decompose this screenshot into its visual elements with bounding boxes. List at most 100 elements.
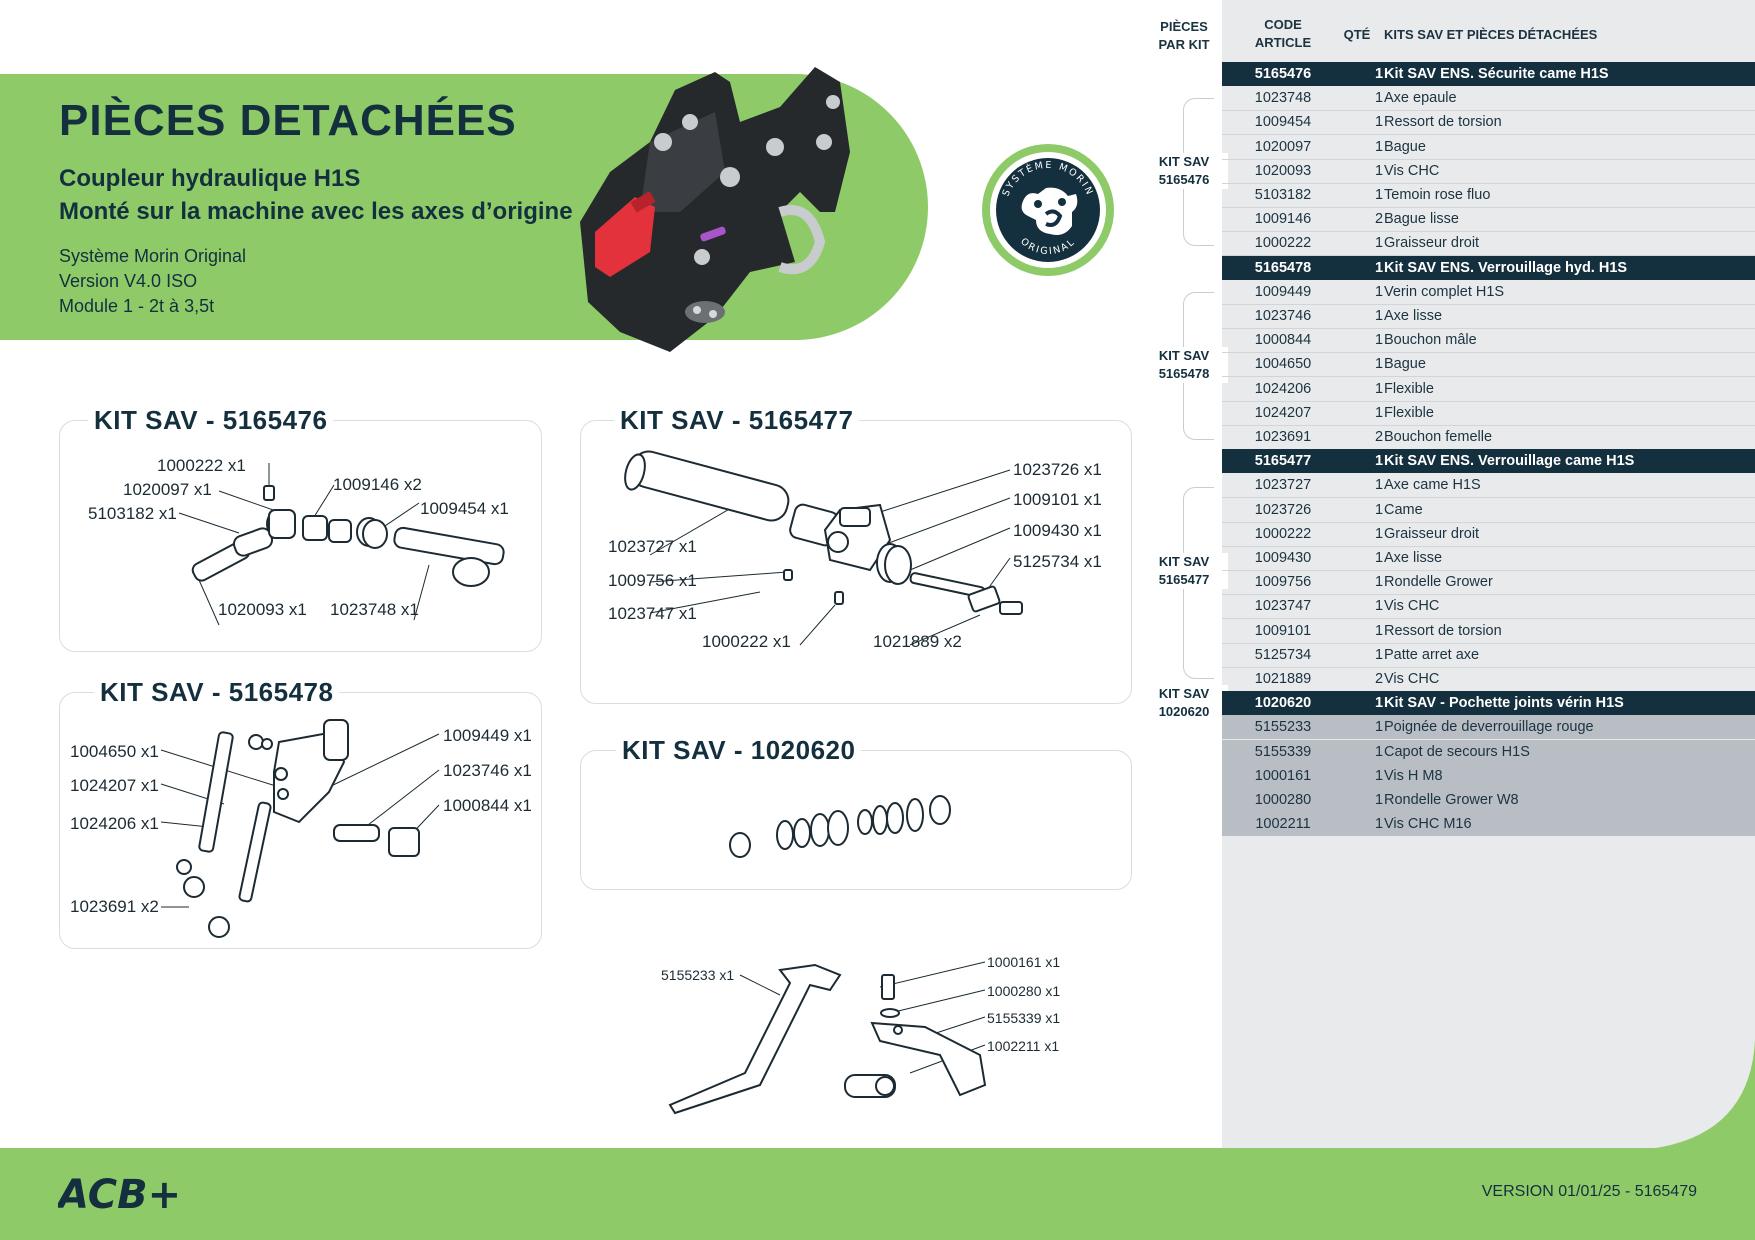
callout-1000280: 1000280 x1	[987, 983, 1061, 999]
callout-1009454: 1009454 x1	[420, 499, 509, 518]
cell-description: Vis CHC	[1384, 162, 1440, 179]
cell-qty: 1	[1374, 550, 1384, 566]
callout-1023727: 1023727 x1	[608, 537, 697, 556]
cell-description: Rondelle Grower W8	[1384, 792, 1519, 808]
cell-description: Rondelle Grower	[1384, 574, 1493, 591]
acb-logo-icon: ACB+	[58, 1172, 181, 1216]
side-label-5165477: KIT SAV 5165477	[1140, 553, 1228, 589]
cell-description: Flexible	[1384, 380, 1434, 397]
cell-qty: 1	[1374, 356, 1384, 373]
callout-5155339: 5155339 x1	[987, 1010, 1061, 1026]
cell-qty: 1	[1374, 380, 1384, 397]
callout-1009101: 1009101 x1	[1013, 490, 1102, 509]
callout-1009146: 1009146 x2	[333, 475, 422, 494]
cell-qty: 1	[1374, 308, 1384, 324]
cell-code: 5125734	[1254, 646, 1312, 663]
callout-1024207: 1024207 x1	[70, 776, 159, 795]
panel-corner-curve	[1640, 1040, 1755, 1150]
col-head-kit-line2: PAR KIT	[1158, 37, 1210, 52]
cell-description: Axe came H1S	[1384, 477, 1481, 494]
cell-code: 1000844	[1254, 332, 1312, 349]
side-label-1020620-l2: 1020620	[1158, 704, 1210, 719]
cell-description: Poignée de deverrouillage rouge	[1384, 719, 1594, 736]
callout-1023747: 1023747 x1	[608, 604, 697, 623]
cell-qty: 1	[1374, 90, 1384, 107]
cell-qty: 1	[1374, 66, 1384, 82]
cell-qty: 1	[1374, 138, 1384, 155]
subtitle-product: Coupleur hydraulique H1S	[59, 165, 361, 192]
side-label-5165476-l1: KIT SAV	[1158, 154, 1210, 169]
cell-description: Vis H M8	[1384, 767, 1443, 784]
cell-description: Verin complet H1S	[1384, 283, 1505, 300]
cell-code: 1023726	[1254, 501, 1312, 518]
module-label: Module 1 - 2t à 3,5t	[59, 296, 215, 316]
cell-description: Bouchon femelle	[1384, 429, 1493, 445]
cell-code: 1009756	[1254, 574, 1312, 591]
callout-1021889: 1021889 x2	[873, 632, 962, 651]
callout-1002211: 1002211 x1	[987, 1038, 1060, 1054]
cell-code: 1020093	[1254, 162, 1312, 179]
cell-qty: 2	[1374, 429, 1384, 445]
callout-1009430: 1009430 x1	[1013, 521, 1102, 540]
cell-code: 5155233	[1254, 719, 1312, 736]
cell-code: 1021889	[1254, 671, 1312, 687]
logo-text: ACB+	[58, 1172, 181, 1216]
cell-code: 1009449	[1254, 283, 1312, 300]
cell-qty: 1	[1374, 187, 1384, 203]
cell-description: Flexible	[1384, 404, 1434, 421]
cell-description: Kit SAV ENS. Verrouillage came H1S	[1384, 453, 1635, 470]
cell-code: 1020620	[1254, 695, 1312, 712]
callout-1020097: 1020097 x1	[123, 480, 212, 499]
cell-description: Graisseur droit	[1384, 235, 1480, 252]
cell-code: 1004650	[1254, 356, 1312, 373]
cell-code: 1023747	[1254, 598, 1312, 615]
cell-description: Ressort de torsion	[1384, 622, 1502, 639]
cell-code: 1023727	[1254, 477, 1312, 494]
col-head-code: CODE ARTICLE	[1222, 16, 1344, 52]
cell-code: 5165478	[1254, 259, 1312, 276]
cell-code: 5165476	[1254, 66, 1312, 82]
cell-code: 1024207	[1254, 404, 1312, 421]
cell-qty: 1	[1374, 646, 1384, 663]
col-head-code-line2: ARTICLE	[1254, 35, 1312, 50]
col-head-desc: KITS SAV ET PIÈCES DÉTACHÉES	[1384, 27, 1598, 42]
callout-1004650: 1004650 x1	[70, 742, 159, 761]
cell-code: 1020097	[1254, 138, 1312, 155]
kit-title-5165478: KIT SAV - 5165478	[94, 677, 340, 708]
side-label-5165476-l2: 5165476	[1158, 172, 1210, 187]
side-label-5165476: KIT SAV 5165476	[1140, 153, 1228, 189]
cell-code: 1000222	[1254, 235, 1312, 252]
cell-description: Capot de secours H1S	[1384, 743, 1530, 760]
cell-qty: 1	[1374, 114, 1384, 131]
subtitle-mounting: Monté sur la machine avec les axes d’ori…	[59, 198, 573, 225]
callout-5125734: 5125734 x1	[1013, 552, 1102, 571]
cell-qty: 1	[1374, 162, 1384, 179]
cell-description: Bague lisse	[1384, 211, 1459, 228]
side-label-1020620: KIT SAV 1020620	[1140, 685, 1228, 721]
loose-parts-drawing	[668, 961, 987, 1115]
callout-1023691: 1023691 x2	[70, 897, 159, 916]
cell-code: 1000161	[1254, 767, 1312, 784]
callout-1009756: 1009756 x1	[608, 571, 697, 590]
cell-description: Vis CHC	[1384, 598, 1440, 615]
side-label-5165478: KIT SAV 5165478	[1140, 347, 1228, 383]
cell-qty: 1	[1374, 501, 1384, 518]
side-label-1020620-l1: KIT SAV	[1158, 686, 1210, 701]
cell-description: Vis CHC	[1384, 671, 1440, 687]
